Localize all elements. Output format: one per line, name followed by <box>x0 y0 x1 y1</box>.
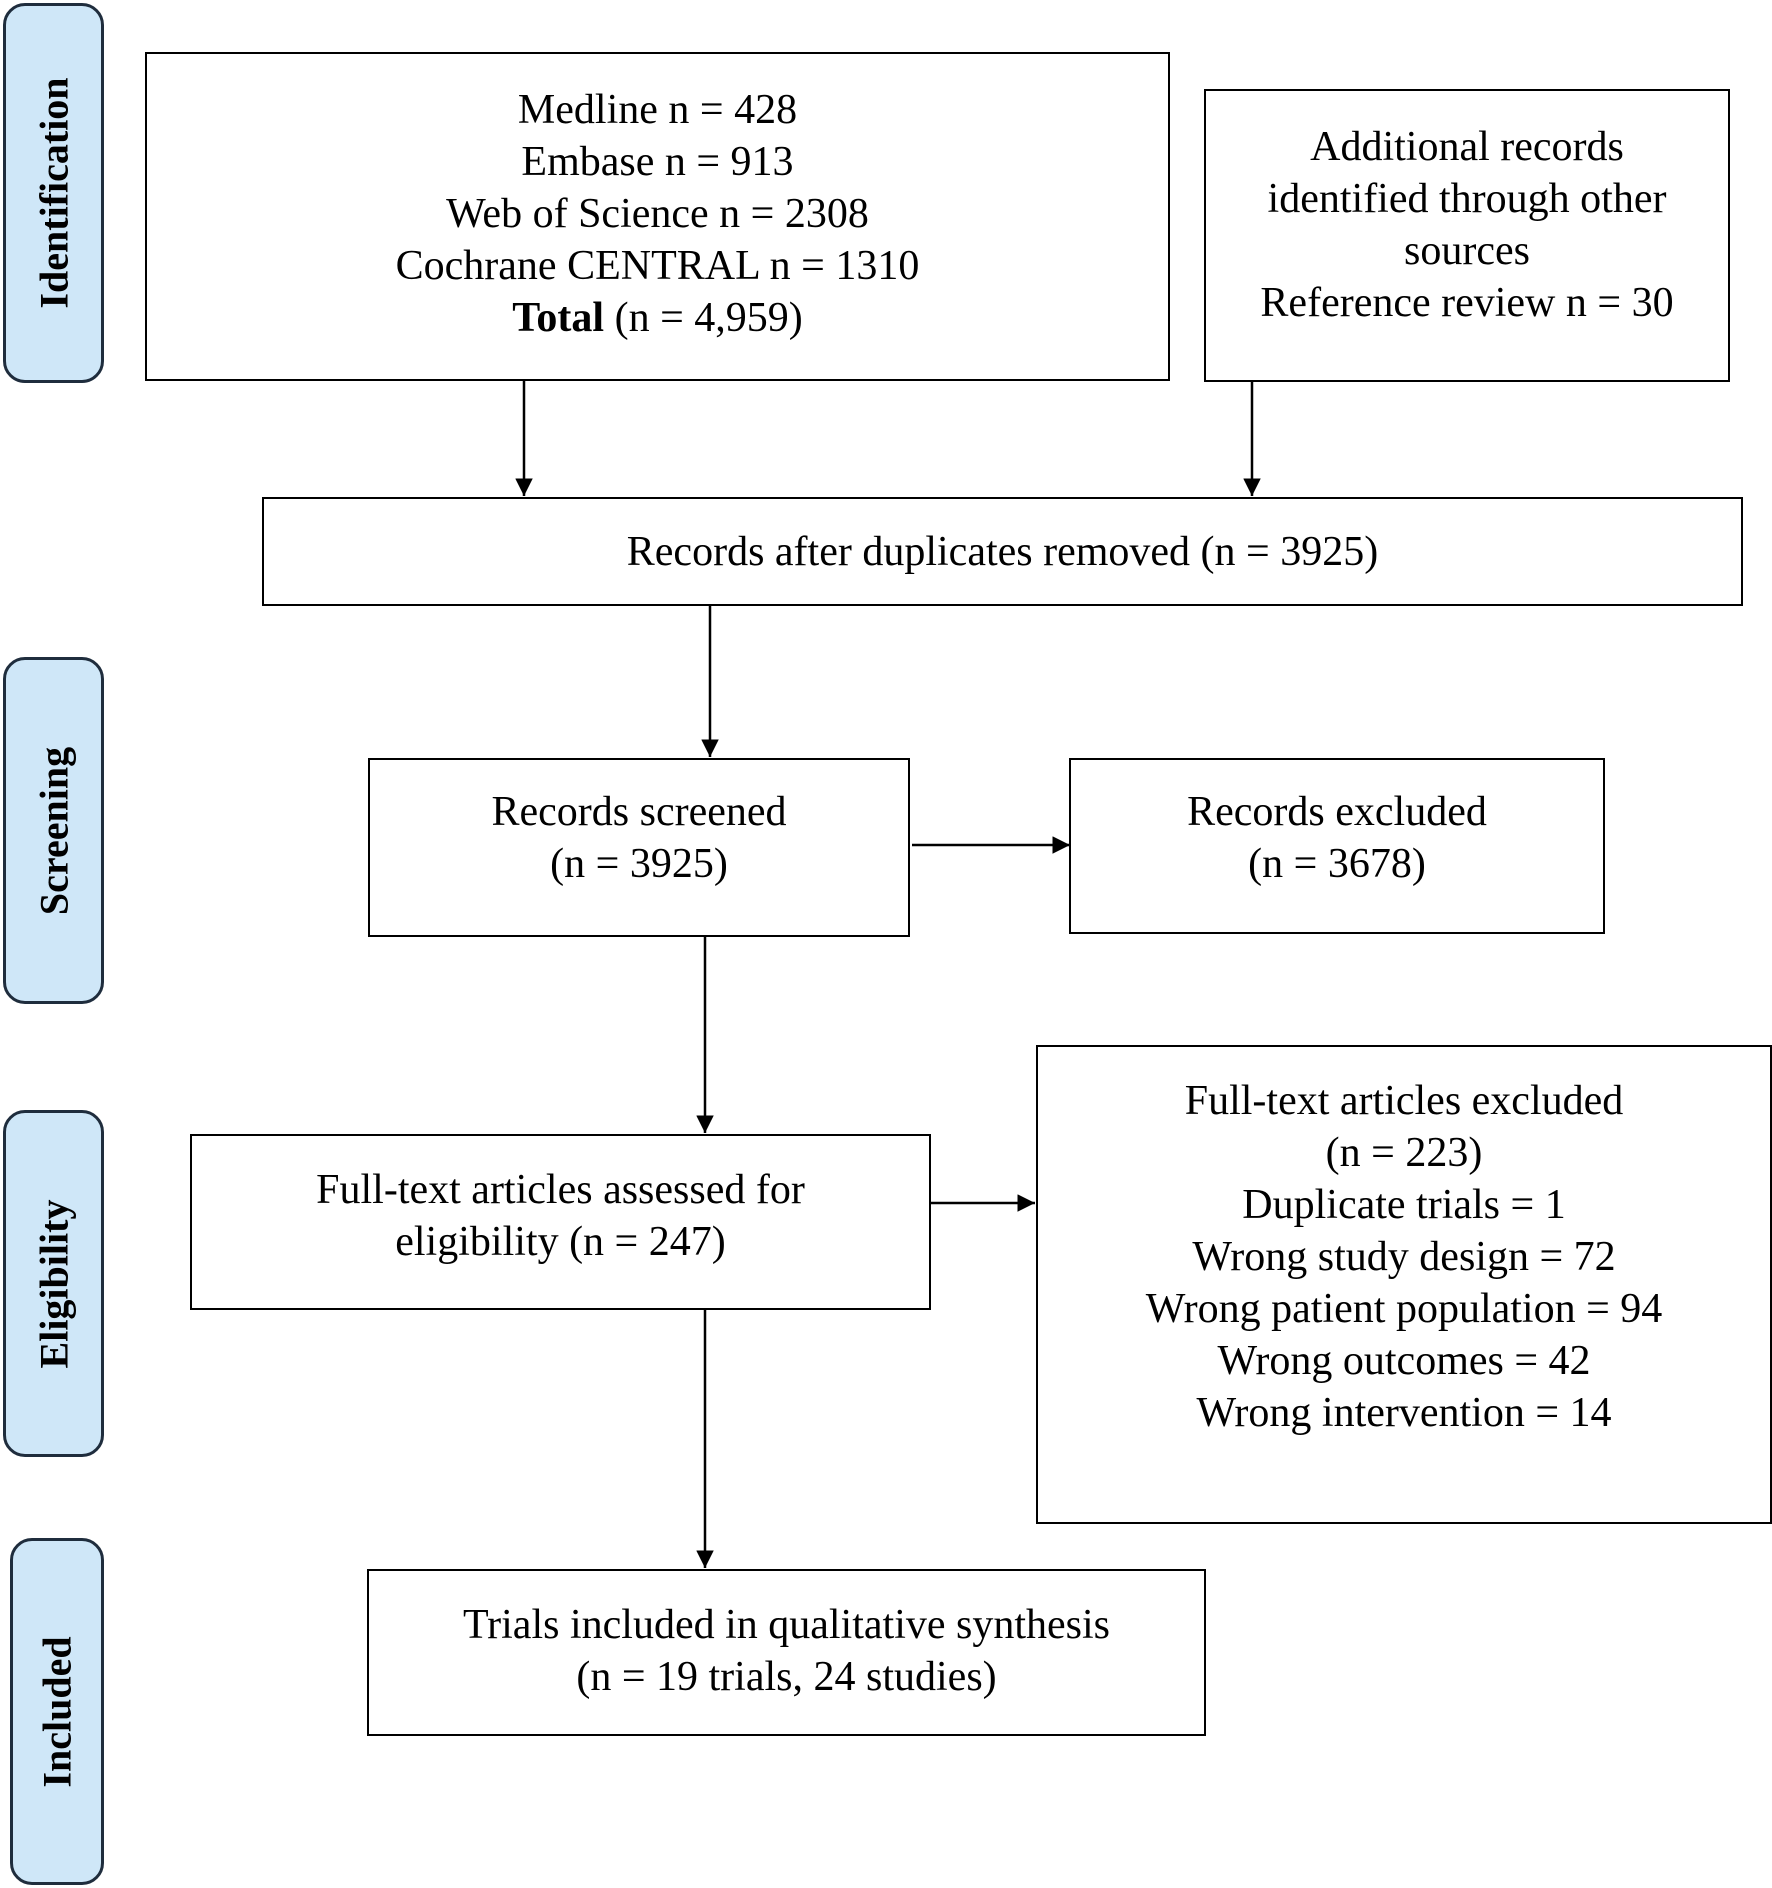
total-count: Total (n = 4,959) <box>512 292 803 344</box>
databases-box: Medline n = 428 Embase n = 913 Web of Sc… <box>145 52 1170 381</box>
reason-item: Wrong patient population = 94 <box>1145 1286 1663 1332</box>
medline-count: Medline n = 428 <box>517 87 798 133</box>
additional-line-2: identified through other <box>1267 176 1667 222</box>
fulltext-label: Full-text articles assessed for <box>316 1167 805 1213</box>
additional-line-3: sources <box>1404 228 1530 274</box>
included-count: (n = 19 trials, 24 studies) <box>576 1654 997 1700</box>
fulltext-assessed-box: Full-text articles assessed for eligibil… <box>190 1134 931 1310</box>
reason-item: Wrong outcomes = 42 <box>1217 1338 1591 1384</box>
cochrane-count: Cochrane CENTRAL n = 1310 <box>395 243 920 289</box>
stage-screening: Screening <box>3 657 104 1004</box>
reason-item: Wrong intervention = 14 <box>1196 1390 1612 1436</box>
records-excluded-box: Records excluded (n = 3678) <box>1069 758 1605 934</box>
total-label: Total <box>512 295 605 341</box>
fulltext-excluded-box: Full-text articles excluded (n = 223) Du… <box>1036 1045 1772 1524</box>
additional-records-box: Additional records identified through ot… <box>1204 89 1730 382</box>
reason-item: Duplicate trials = 1 <box>1242 1182 1566 1228</box>
fulltext-excluded-count: (n = 223) <box>1325 1130 1483 1176</box>
wos-count: Web of Science n = 2308 <box>446 191 869 237</box>
dedup-text: Records after duplicates removed (n = 39… <box>626 528 1379 575</box>
excluded-label: Records excluded <box>1187 789 1487 835</box>
excluded-count: (n = 3678) <box>1248 841 1426 887</box>
screened-count: (n = 3925) <box>550 841 728 887</box>
records-screened-box: Records screened (n = 3925) <box>368 758 910 937</box>
stage-eligibility: Eligibility <box>3 1110 104 1457</box>
included-label: Trials included in qualitative synthesis <box>462 1602 1111 1648</box>
total-value: (n = 4,959) <box>604 295 803 341</box>
dedup-box: Records after duplicates removed (n = 39… <box>262 497 1743 606</box>
embase-count: Embase n = 913 <box>521 139 794 185</box>
fulltext-count: eligibility (n = 247) <box>395 1219 726 1265</box>
reason-item: Wrong study design = 72 <box>1192 1234 1616 1280</box>
fulltext-excluded-label: Full-text articles excluded <box>1184 1078 1624 1124</box>
screened-label: Records screened <box>491 789 787 835</box>
included-box: Trials included in qualitative synthesis… <box>367 1569 1206 1736</box>
stage-included: Included <box>10 1538 104 1885</box>
reference-review-count: Reference review n = 30 <box>1260 280 1674 326</box>
stage-identification: Identification <box>3 3 104 383</box>
additional-line-1: Additional records <box>1310 124 1624 170</box>
